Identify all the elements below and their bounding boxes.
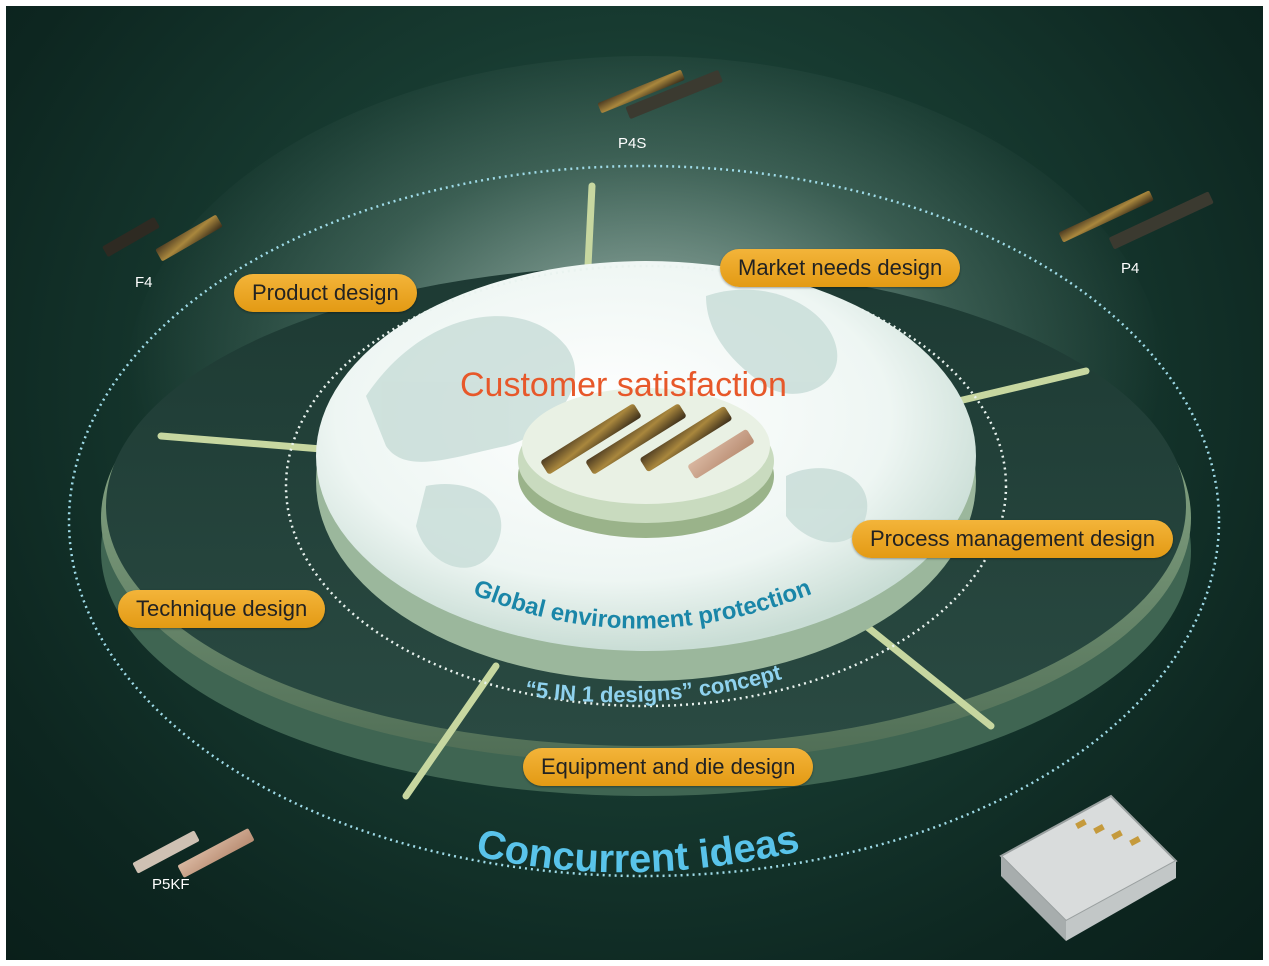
p4-label: P4 [1121, 260, 1140, 277]
p4s-label: P4S [618, 135, 647, 152]
p4s-connector-image [598, 70, 723, 119]
process-management-design-pill: Process management design [852, 520, 1173, 558]
concurrent-ideas-label: Concurrent ideas [473, 817, 803, 882]
product-design-pill: Product design [234, 274, 417, 312]
customer-satisfaction-title: Customer satisfaction [460, 366, 787, 404]
card-socket-image [999, 794, 1178, 941]
outer-dotted-ring [67, 164, 1221, 878]
disc-illustration: Global environment protection “5 IN 1 de… [67, 56, 1221, 941]
equipment-die-design-pill: Equipment and die design [523, 748, 814, 786]
f4-label: F4 [135, 274, 153, 291]
world-map [366, 289, 868, 568]
p5kf-label: P5KF [152, 876, 190, 893]
diagram-canvas: Global environment protection “5 IN 1 de… [6, 6, 1263, 960]
p5kf-connector-image [132, 828, 254, 878]
center-connectors [541, 404, 754, 479]
inner-dotted-ring [284, 264, 1008, 708]
p4-connector-image [1059, 190, 1214, 249]
f4-connector-image [102, 215, 223, 261]
technique-design-pill: Technique design [118, 590, 326, 628]
market-needs-design-pill: Market needs design [720, 249, 961, 287]
